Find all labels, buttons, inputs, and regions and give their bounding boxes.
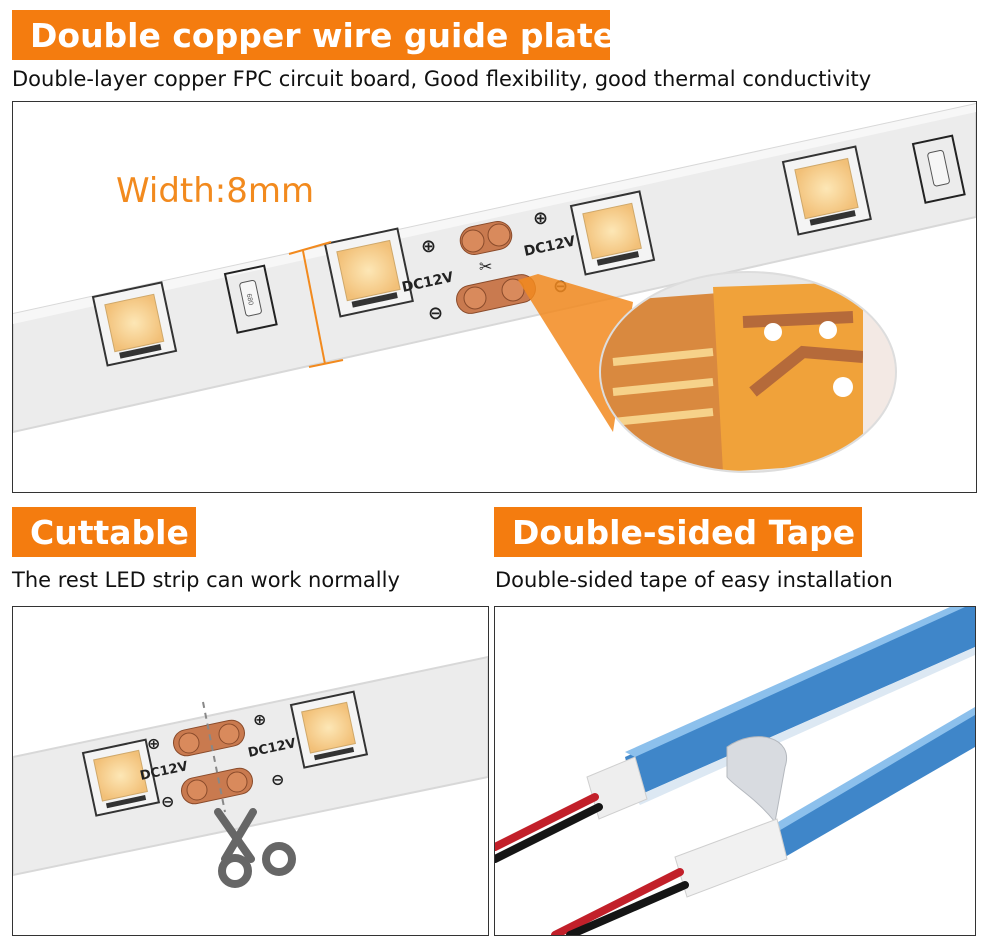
scissors-icon [214, 808, 296, 888]
led-chip [81, 738, 161, 817]
led-chip [781, 145, 872, 236]
led-chip [289, 690, 369, 769]
minus-symbol: ⊖ [428, 303, 443, 324]
plus-symbol-2: ⊕ [253, 710, 266, 729]
copper-plate-panel: 680 ⊕ ⊖ DC12V ⊕ ⊖ DC12V ✂ [12, 101, 977, 493]
top-section-title-banner: Double copper wire guide plate [12, 10, 615, 60]
svg-text:✂: ✂ [479, 259, 492, 276]
tape-section-title-banner: Double-sided Tape [494, 507, 862, 557]
plus-symbol: ⊕ [147, 734, 160, 753]
cuttable-illustration: ⊕ ⊖ DC12V ⊕ ⊖ DC12V [13, 655, 488, 888]
tape-section-title: Double-sided Tape [512, 512, 856, 552]
resistor: 680 [223, 264, 278, 334]
minus-symbol-2: ⊖ [271, 770, 284, 789]
copper-plate-illustration: 680 ⊕ ⊖ DC12V ⊕ ⊖ DC12V ✂ [13, 102, 976, 473]
cut-section-title: Cuttable [30, 512, 189, 552]
plus-symbol-2: ⊕ [533, 208, 548, 229]
led-strip [13, 655, 488, 877]
top-section-subtitle: Double-layer copper FPC circuit board, G… [12, 67, 872, 91]
led-chip [569, 190, 656, 276]
tape-strip-lower [773, 707, 975, 857]
copper-pads [456, 221, 536, 314]
tape-section-subtitle: Double-sided tape of easy installation [495, 568, 893, 592]
heat-shrink-sleeve [674, 818, 788, 898]
led-strip [13, 102, 976, 434]
tape-illustration [495, 607, 975, 935]
minus-symbol: ⊖ [161, 792, 174, 811]
cut-line [202, 701, 226, 813]
peeled-tape-liner [726, 736, 788, 824]
resistor-code: 680 [245, 293, 254, 306]
cut-section-title-banner: Cuttable [12, 507, 196, 557]
tape-panel [494, 606, 976, 936]
power-wires [495, 793, 689, 935]
tape-strip-upper [625, 607, 975, 805]
cut-mark-icon: ✂ [479, 259, 492, 276]
copper-pads [173, 719, 253, 805]
led-chip [91, 281, 178, 367]
width-label: Width:8mm [116, 171, 314, 211]
width-dimension-marker [288, 241, 344, 368]
resistor [911, 134, 966, 204]
cuttable-panel: ⊕ ⊖ DC12V ⊕ ⊖ DC12V [12, 606, 489, 936]
cut-section-subtitle: The rest LED strip can work normally [12, 568, 400, 592]
led-chip [323, 227, 414, 318]
top-section-title: Double copper wire guide plate [30, 15, 616, 55]
plus-symbol: ⊕ [421, 236, 436, 257]
